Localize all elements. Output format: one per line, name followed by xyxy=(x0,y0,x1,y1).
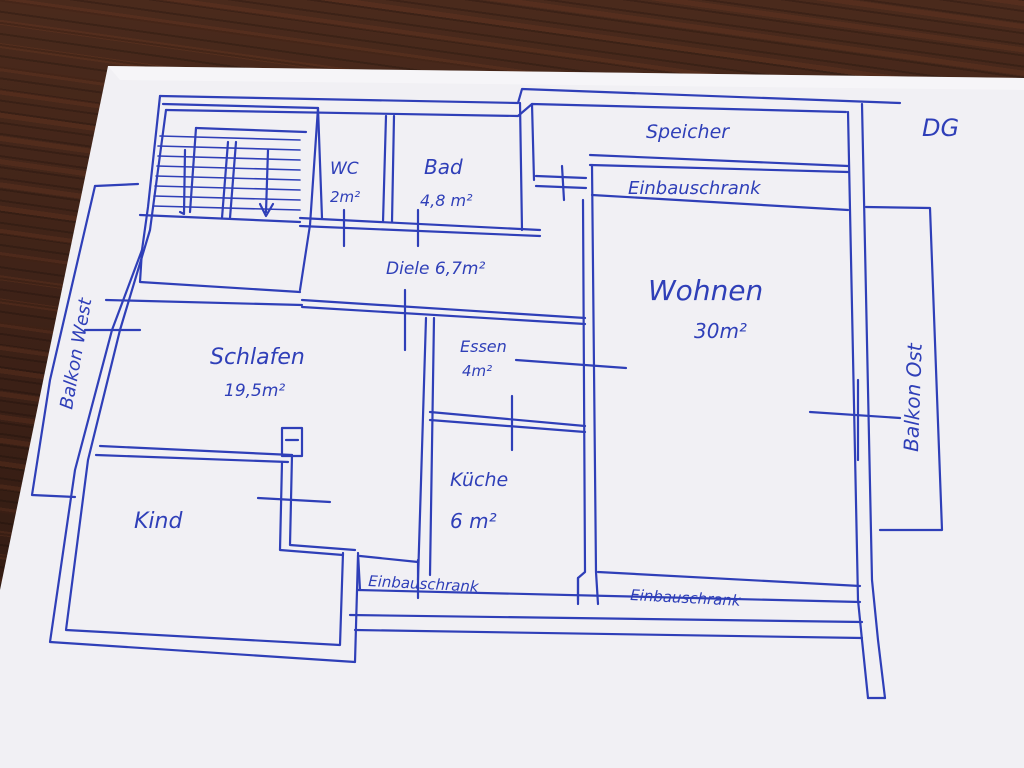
room-wc-area: 2m² xyxy=(330,188,360,206)
room-bad-name: Bad xyxy=(424,155,463,179)
balkon-ost-label: Balkon Ost xyxy=(899,342,927,452)
floor-label: DG xyxy=(922,114,959,142)
room-schlafen-name: Schlafen xyxy=(210,345,305,370)
room-wohnen-name: Wohnen xyxy=(648,274,763,307)
room-essen-area: 4m² xyxy=(462,362,492,380)
room-diele-label: Diele 6,7m² xyxy=(386,259,485,279)
walls xyxy=(30,87,944,700)
room-kind-name: Kind xyxy=(134,509,183,534)
room-wohnen-area: 30m² xyxy=(694,319,747,343)
einbauschrank-top-label: Einbauschrank xyxy=(628,178,762,199)
room-essen-name: Essen xyxy=(460,337,507,356)
room-schlafen-area: 19,5m² xyxy=(224,381,285,401)
room-kueche-area: 6 m² xyxy=(450,509,497,533)
einbauschrank-bottom-left-label: Einbauschrank xyxy=(368,572,481,596)
einbauschrank-bottom-right-label: Einbauschrank xyxy=(630,586,743,610)
room-wc-name: WC xyxy=(330,159,359,179)
room-speicher-name: Speicher xyxy=(646,121,730,143)
room-kueche-name: Küche xyxy=(450,469,508,491)
room-bad-area: 4,8 m² xyxy=(420,191,473,210)
